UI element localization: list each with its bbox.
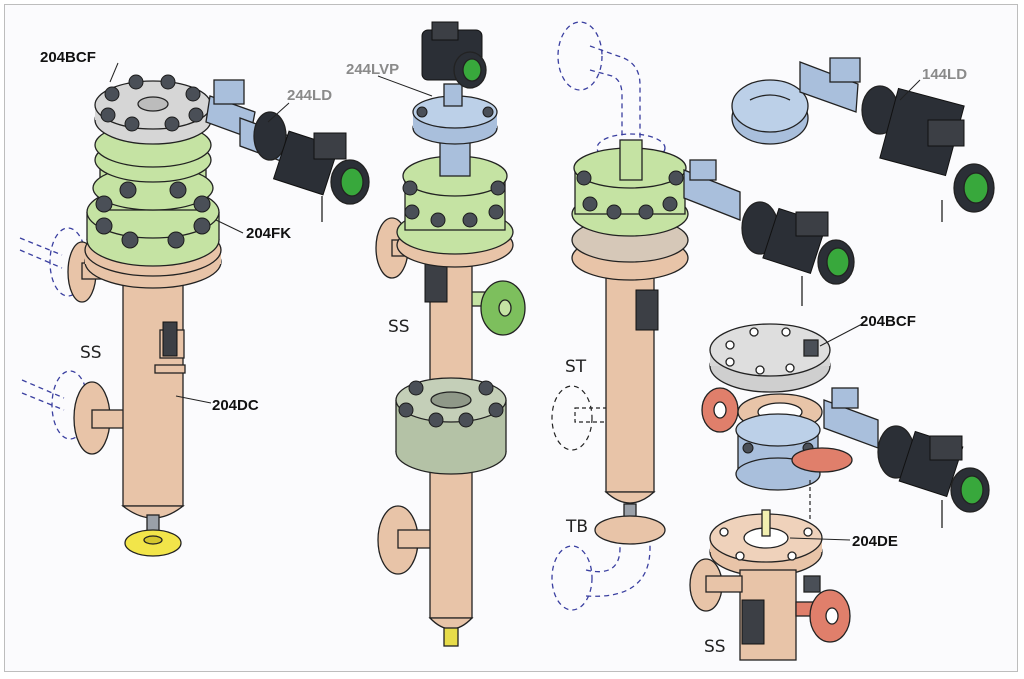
side-connection-lower — [21, 370, 129, 455]
label-a1-dc: 204DC — [212, 397, 259, 414]
chamber-body — [122, 279, 184, 507]
transmitter-244lvp — [421, 21, 487, 89]
label-a3-st: ST — [565, 357, 587, 377]
label-a4-de: 204DE — [852, 533, 898, 550]
label-a2-ss: SS — [388, 317, 410, 337]
label-a2-lvp: 244LVP — [346, 61, 399, 78]
transmitter-side-a3 — [683, 159, 855, 306]
assembly-4: 204BCF 204DE — [689, 313, 990, 661]
blind-cover-exploded — [709, 323, 831, 393]
bolt-set-a2 — [402, 180, 506, 228]
label-a3-tb: TB — [565, 517, 588, 537]
transmitter-side-a4 — [823, 387, 990, 528]
flange-kit — [86, 122, 220, 267]
assembly-3: ST TB — [551, 21, 855, 611]
label-a4-ss: SS — [704, 637, 726, 657]
transmitter-144ld — [731, 57, 995, 222]
label-a1-ss: SS — [80, 343, 102, 363]
label-a4-bcf: 204BCF — [860, 313, 916, 330]
top-dashed-pipe — [557, 21, 666, 163]
drain-flange — [124, 529, 182, 557]
label-a4-ld: 144LD — [922, 66, 967, 83]
label-a1-bcf: 204BCF — [40, 49, 96, 66]
assembly-2: 244LVP SS — [346, 21, 526, 647]
assembly-1: 204BCF 244LD 204FK 204DC SS — [19, 49, 370, 557]
label-a1-ld: 244LD — [287, 87, 332, 104]
bolt-set-a1 — [95, 74, 211, 249]
bolt-set-a3 — [576, 170, 684, 220]
blind-cover — [94, 80, 212, 145]
transmitter-244ld — [205, 79, 370, 222]
label-a1-fk: 204FK — [246, 225, 291, 242]
mid-flange — [395, 377, 507, 475]
